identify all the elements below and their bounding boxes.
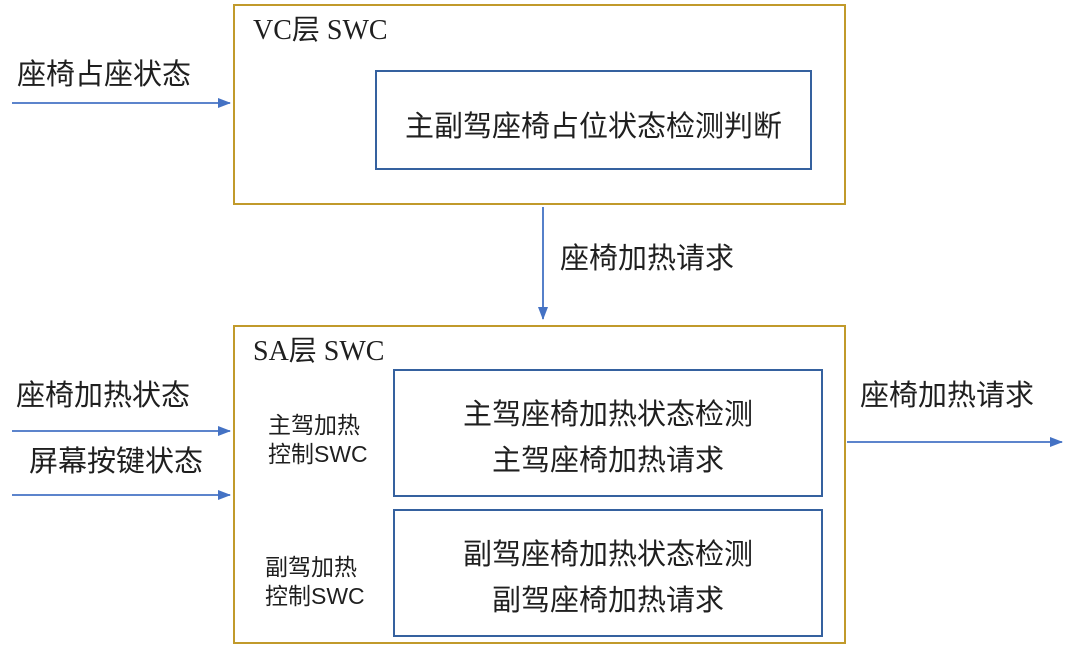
driver-heating-block: 主驾座椅加热状态检测 主驾座椅加热请求 bbox=[393, 369, 823, 497]
vc-layer-swc-container: VC层 SWC 主副驾座椅占位状态检测判断 bbox=[233, 4, 846, 205]
occupancy-detection-block: 主副驾座椅占位状态检测判断 bbox=[375, 70, 812, 170]
occupancy-detection-block-label: 主副驾座椅占位状态检测判断 bbox=[404, 111, 782, 143]
driver-heating-swc-label-line1: 主驾加热 bbox=[268, 412, 360, 438]
passenger-heating-block-line2: 副驾座椅加热请求 bbox=[491, 585, 724, 617]
driver-heating-swc-label: 主驾加热 控制SWC bbox=[268, 411, 368, 469]
label-seat-heat-request-mid: 座椅加热请求 bbox=[560, 243, 735, 275]
vc-layer-title: VC层 SWC bbox=[253, 15, 388, 46]
label-seat-occupancy-status: 座椅占座状态 bbox=[17, 59, 192, 91]
passenger-heating-block: 副驾座椅加热状态检测 副驾座椅加热请求 bbox=[393, 509, 823, 637]
passenger-heating-swc-label: 副驾加热 控制SWC bbox=[265, 553, 365, 611]
label-seat-heat-request-out: 座椅加热请求 bbox=[860, 380, 1035, 412]
driver-heating-block-line1: 主驾座椅加热状态检测 bbox=[462, 399, 753, 431]
passenger-heating-swc-label-line1: 副驾加热 bbox=[265, 554, 357, 580]
passenger-heating-block-line1: 副驾座椅加热状态检测 bbox=[462, 539, 753, 571]
passenger-heating-swc-label-line2: 控制SWC bbox=[265, 583, 365, 609]
sa-layer-swc-container: SA层 SWC 主驾加热 控制SWC 主驾座椅加热状态检测 主驾座椅加热请求 副… bbox=[233, 325, 846, 644]
driver-heating-block-line2: 主驾座椅加热请求 bbox=[491, 445, 724, 477]
sa-layer-title: SA层 SWC bbox=[253, 336, 385, 367]
label-screen-button-status: 屏幕按键状态 bbox=[29, 446, 204, 478]
label-seat-heat-status: 座椅加热状态 bbox=[16, 380, 191, 412]
driver-heating-swc-label-line2: 控制SWC bbox=[268, 441, 368, 467]
